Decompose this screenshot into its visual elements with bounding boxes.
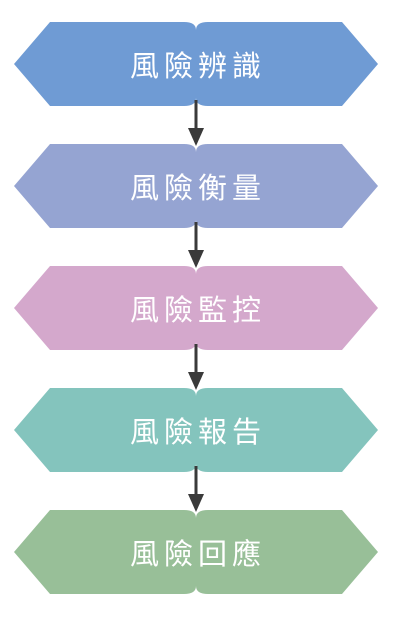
arrow-2 bbox=[188, 222, 204, 268]
step-shape-4 bbox=[14, 388, 378, 472]
arrow-3 bbox=[188, 344, 204, 390]
step-label-risk-identification: 風險辨識 bbox=[129, 49, 266, 83]
step-shape-2 bbox=[14, 144, 378, 228]
step-shape-3 bbox=[14, 266, 378, 350]
step-shape-1 bbox=[14, 22, 378, 106]
step-label-risk-reporting: 風險報告 bbox=[129, 415, 266, 449]
step-label-risk-measurement: 風險衡量 bbox=[129, 171, 266, 205]
step-label-risk-response: 風險回應 bbox=[129, 537, 266, 571]
arrow-1 bbox=[188, 100, 204, 146]
step-shape-5 bbox=[14, 510, 378, 594]
arrow-4 bbox=[188, 466, 204, 512]
step-label-risk-monitoring: 風險監控 bbox=[129, 293, 266, 327]
